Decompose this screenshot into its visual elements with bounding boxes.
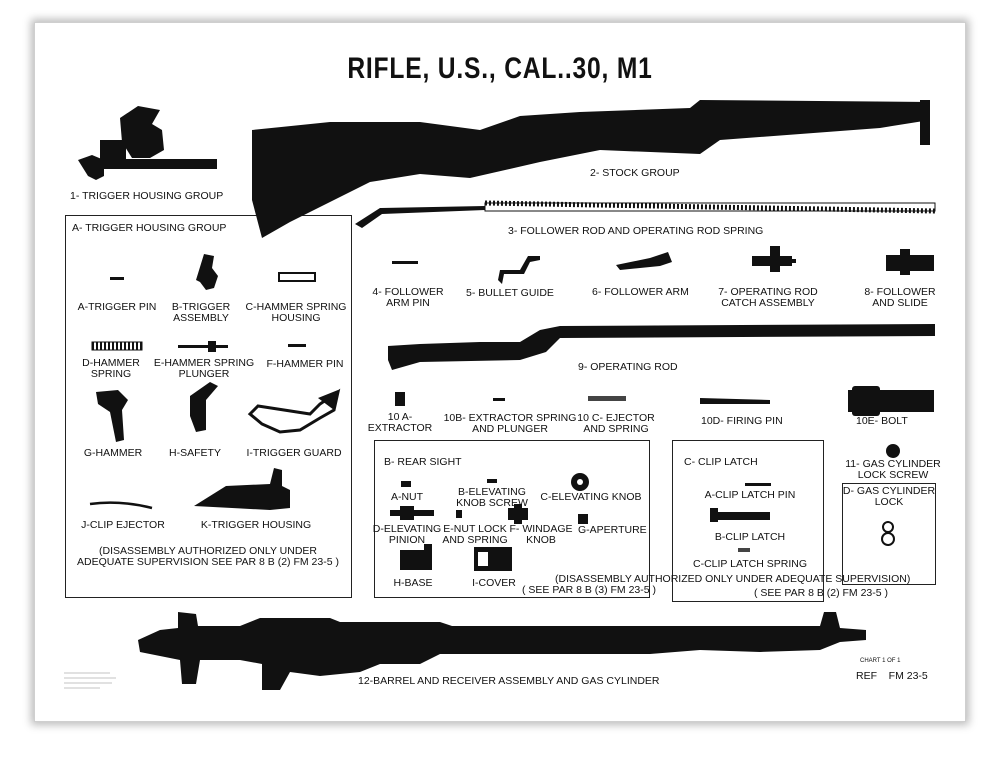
label-firing-pin: 10d- FIRING PIN: [701, 415, 783, 427]
ejector-part: [588, 396, 626, 401]
clip-latch-part: [710, 508, 770, 522]
label-k-trigger-housing: k-TRIGGER HOUSING: [200, 519, 312, 531]
label-bullet-guide: 5- BULLET GUIDE: [466, 287, 554, 299]
label-follower-arm: 6- FOLLOWER ARM: [592, 286, 689, 298]
label-f-hammer-pin: f-HAMMER PIN: [266, 358, 344, 370]
box-c-clip-latch: [672, 440, 824, 602]
elevating-knob-screw: [487, 479, 497, 483]
label-j-clip-ejector: j-CLIP EJECTOR: [81, 519, 165, 531]
page-title: RIFLE, U.S., CAL..30, M1: [347, 52, 653, 85]
stock-silhouette: [252, 100, 930, 238]
follower-arm-pin: [392, 261, 418, 264]
aperture-part: [578, 514, 588, 524]
box-b-rear-sight: [374, 440, 650, 598]
hammer-pin: [288, 344, 306, 347]
trigger-housing-part: [194, 468, 290, 510]
gas-cylinder-lock-screw: [886, 444, 900, 458]
label-b-i-cover: i-COVER: [472, 577, 516, 589]
chart-number: CHART 1 OF 1: [860, 658, 901, 664]
firing-pin-part: [700, 398, 770, 404]
label-b-c-elevating-knob: c-ELEVATING KNOB: [540, 491, 642, 503]
box-b-reference-note: ( SEE PAR 8 b (3) FM 23-5 ): [522, 584, 657, 596]
box-d-gas-cylinder-lock: [842, 483, 936, 585]
clip-latch-spring: [738, 548, 750, 552]
label-c-b-clip-latch: b-CLIP LATCH: [714, 531, 786, 543]
elevating-knob-part: [571, 473, 589, 491]
reference-fm: REF FM 23-5: [856, 670, 928, 682]
bullet-guide: [498, 256, 540, 284]
label-follower-rod: 3- FOLLOWER ROD AND OPERATING ROD SPRING: [508, 225, 764, 237]
shared-supervision-note: (DISASSEMBLY AUTHORIZED ONLY UNDER ADEQU…: [555, 573, 911, 585]
extractor-spring-part: [493, 398, 505, 401]
hammer-part: [96, 390, 128, 442]
follower-arm: [616, 252, 672, 270]
label-operating-rod: 9- OPERATING ROD: [578, 361, 678, 373]
clip-latch-pin: [745, 483, 771, 486]
rear-sight-base-part: [400, 544, 432, 570]
label-i-trigger-guard: i-TRIGGER GUARD: [246, 447, 342, 459]
follower-rod-and-spring: [355, 200, 936, 228]
hammer-spring-plunger: [178, 341, 228, 352]
label-h-safety: h-SAFETY: [169, 447, 221, 459]
department-stamp: [64, 672, 116, 689]
label-extractor: 10 a-EXTRACTOR: [367, 411, 433, 434]
clip-ejector-part: [89, 501, 153, 510]
box-a-title: A- TRIGGER HOUSING GROUP: [72, 222, 227, 234]
label-trigger-housing-group: 1- TRIGGER HOUSING GROUP: [70, 190, 224, 202]
label-b-h-base: h-BASE: [393, 577, 433, 589]
windage-knob-part: [508, 504, 528, 524]
box-c-reference-note: ( SEE PAR 8 b (2) FM 23-5 ): [754, 587, 889, 599]
rear-sight-nut: [401, 481, 411, 487]
label-c-c-clip-latch-spring: c-CLIP LATCH SPRING: [693, 558, 807, 570]
safety-part: [190, 382, 218, 432]
bolt-part: [848, 386, 934, 416]
extractor-part: [395, 392, 405, 406]
trigger-pin: [110, 277, 124, 280]
operating-rod-silhouette: [388, 324, 935, 370]
label-b-a-nut: a-NUT: [390, 491, 424, 503]
label-b-g-aperture: g-APERTURE: [578, 524, 647, 536]
trigger-assembly: [196, 254, 218, 290]
op-rod-catch-assembly: [752, 246, 796, 272]
box-a-trigger-housing: [65, 215, 352, 598]
follower-and-slide: [886, 249, 934, 275]
gas-cylinder-lock: [881, 521, 895, 546]
label-a-trigger-pin: a-TRIGGER PIN: [77, 301, 157, 313]
label-stock-group: 2- STOCK GROUP: [590, 167, 680, 179]
box-b-title: B- REAR SIGHT: [384, 456, 462, 468]
hammer-spring-housing: [278, 272, 316, 282]
label-c-a-clip-latch-pin: a-CLIP LATCH PIN: [704, 489, 796, 501]
trigger-guard-part: [247, 388, 341, 434]
box-c-title: C- CLIP LATCH: [684, 456, 758, 468]
label-g-hammer: g-HAMMER: [83, 447, 143, 459]
nut-lock-part: [456, 510, 462, 518]
label-bolt: 10e- BOLT: [856, 415, 908, 427]
barrel-receiver-silhouette: [138, 612, 866, 690]
rear-sight-cover-part: [474, 547, 512, 571]
trigger-housing-group-silhouette: [78, 106, 217, 180]
stock-buttplate: [920, 100, 930, 145]
label-barrel-receiver: 12-BARREL AND RECEIVER ASSEMBLY AND GAS …: [358, 675, 660, 687]
elevating-pinion-part: [390, 506, 434, 520]
